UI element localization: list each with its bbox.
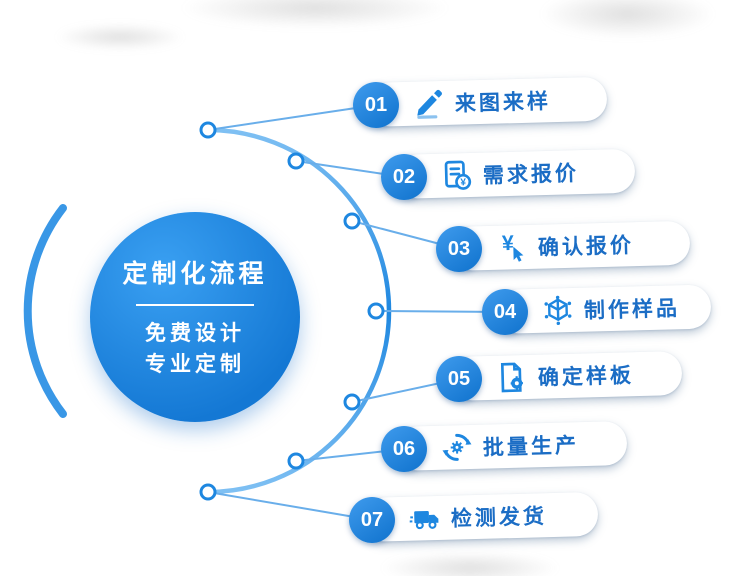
confirm-price-icon: ¥	[496, 231, 529, 264]
drawing-sample-icon	[413, 87, 446, 120]
delivery-truck-icon	[409, 502, 442, 535]
step-number-badge: 01	[353, 82, 399, 128]
step-label: 需求报价	[482, 162, 580, 188]
production-gear-icon	[441, 431, 474, 464]
step-pill: 检测发货	[362, 491, 599, 542]
step-05: 确定样板 05	[436, 350, 683, 402]
step-03: ¥ 确认报价 03	[436, 220, 691, 272]
left-crescent-arc	[23, 204, 67, 418]
step-number-badge: 03	[436, 226, 482, 272]
step-number-badge: 07	[349, 497, 395, 543]
step-pill: 制作样品	[495, 284, 712, 334]
step-number-badge: 06	[381, 426, 427, 472]
connector-lines	[207, 104, 506, 521]
step-number-badge: 04	[482, 289, 528, 335]
step-number-badge: 02	[381, 154, 427, 200]
step-label: 制作样品	[583, 297, 681, 323]
quote-document-icon: ¥	[441, 159, 474, 192]
step-label: 来图来样	[454, 90, 552, 116]
step-02: ¥ 需求报价 02	[381, 148, 636, 200]
step-07: 检测发货 07	[349, 491, 599, 543]
step-label: 检测发货	[450, 505, 548, 531]
center-title: 定制化流程	[122, 260, 268, 288]
step-04: 制作样品 04	[482, 284, 712, 335]
svg-text:¥: ¥	[460, 177, 466, 188]
step-pill: 批量生产	[394, 420, 628, 471]
step-label: 确定样板	[537, 364, 635, 390]
center-subtitle-1: 免费设计	[145, 322, 245, 345]
center-divider	[136, 304, 254, 306]
center-circle: 定制化流程 免费设计 专业定制	[90, 212, 300, 422]
step-pill: ¥ 需求报价	[394, 148, 636, 199]
svg-text:¥: ¥	[502, 231, 515, 255]
template-document-icon	[496, 361, 529, 394]
step-label: 确认报价	[537, 234, 635, 260]
step-pill: 确定样板	[449, 350, 683, 401]
step-label: 批量生产	[482, 434, 580, 460]
step-pill: ¥ 确认报价	[449, 220, 691, 271]
step-pill: 来图来样	[366, 76, 608, 127]
center-subtitle-2: 专业定制	[145, 353, 245, 376]
step-06: 批量生产 06	[381, 420, 628, 472]
arc-nodes	[199, 121, 385, 501]
step-01: 来图来样 01	[353, 76, 608, 128]
sample-cube-icon	[542, 294, 575, 327]
step-number-badge: 05	[436, 356, 482, 402]
